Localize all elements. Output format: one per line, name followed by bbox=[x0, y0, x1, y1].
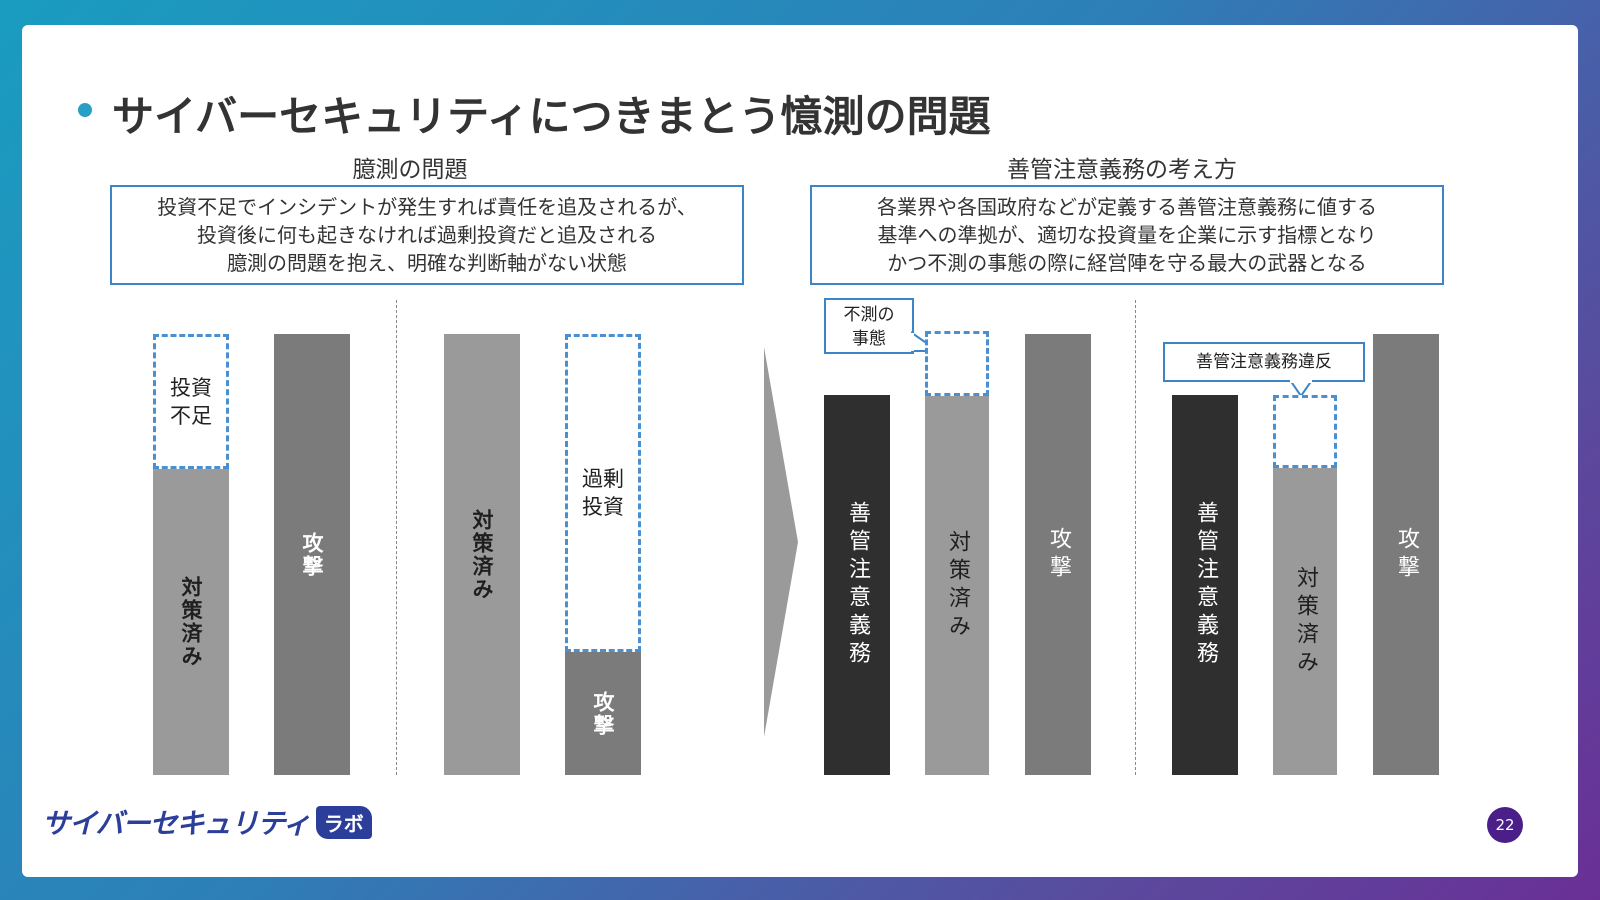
left-g2-measures-bar: 対策済み bbox=[444, 334, 520, 775]
underinvestment-label-1: 投資 bbox=[170, 375, 212, 400]
slide-title: サイバーセキュリティにつきまとう憶測の問題 bbox=[112, 92, 991, 141]
right-description-box: 各業界や各国政府などが定義する善管注意義務に値する 基準への準拠が、適切な投資量… bbox=[810, 185, 1444, 285]
left-g2-attack-bar: 攻撃 bbox=[565, 652, 641, 775]
left-g1-attack-bar: 攻撃 bbox=[274, 334, 350, 775]
title-bullet bbox=[78, 103, 92, 117]
unforeseen-event-callout: 不測の 事態 bbox=[824, 298, 914, 354]
right-g2-attack-label: 攻撃 bbox=[1394, 526, 1419, 583]
callout-tail-icon bbox=[1288, 380, 1314, 398]
right-divider bbox=[1135, 300, 1136, 775]
left-heading: 臆測の問題 bbox=[352, 157, 468, 183]
right-g2-attack-bar: 攻撃 bbox=[1373, 334, 1439, 775]
logo-badge: ラボ bbox=[315, 805, 372, 839]
right-g2-duty-label: 善管注意義務 bbox=[1193, 501, 1218, 669]
left-g1-measures-bar: 対策済み bbox=[153, 469, 229, 775]
left-desc-line-1: 投資不足でインシデントが発生すれば責任を追及されるが、 bbox=[157, 195, 697, 219]
overinvestment-label-2: 投資 bbox=[582, 495, 624, 519]
brand-logo: サイバーセキュリティ ラボ bbox=[42, 797, 372, 847]
overinvestment-gap: 過剰 投資 bbox=[565, 334, 641, 652]
right-g1-duty-bar: 善管注意義務 bbox=[824, 395, 890, 775]
right-g1-attack-bar: 攻撃 bbox=[1025, 334, 1091, 775]
right-g2-measures-bar: 対策済み bbox=[1273, 468, 1337, 775]
right-g1-unforeseen-gap bbox=[925, 331, 989, 396]
right-desc-line-1: 各業界や各国政府などが定義する善管注意義務に値する bbox=[877, 195, 1377, 219]
right-g1-measures-label: 対策済み bbox=[945, 529, 970, 642]
slide: サイバーセキュリティにつきまとう憶測の問題 臆測の問題 投資不足でインシデントが… bbox=[22, 25, 1578, 877]
unforeseen-callout-line-2: 事態 bbox=[852, 329, 886, 349]
right-desc-line-2: 基準への準拠が、適切な投資量を企業に示す指標となり bbox=[877, 223, 1377, 247]
left-g1-measures-label: 対策済み bbox=[179, 576, 203, 668]
left-description-box: 投資不足でインシデントが発生すれば責任を追及されるが、 投資後に何も起きなければ… bbox=[110, 185, 744, 285]
right-g2-duty-bar: 善管注意義務 bbox=[1172, 395, 1238, 775]
unforeseen-callout-line-1: 不測の bbox=[843, 305, 895, 325]
page-number: 22 bbox=[1487, 807, 1523, 843]
right-g1-measures-bar: 対策済み bbox=[925, 396, 989, 775]
right-g2-measures-label: 対策済み bbox=[1293, 565, 1318, 678]
left-desc-line-2: 投資後に何も起きなければ過剰投資だと追及される bbox=[196, 223, 657, 247]
overinvestment-label-1: 過剰 bbox=[582, 467, 624, 491]
left-g1-attack-label: 攻撃 bbox=[300, 531, 324, 578]
left-g2-attack-label: 攻撃 bbox=[591, 690, 615, 737]
right-heading: 善管注意義務の考え方 bbox=[1007, 157, 1237, 183]
right-desc-line-3: かつ不測の事態の際に経営陣を守る最大の武器となる bbox=[887, 251, 1367, 275]
underinvestment-gap: 投資 不足 bbox=[153, 334, 229, 469]
logo-text: サイバーセキュリティ bbox=[42, 807, 311, 840]
right-g2-violation-gap bbox=[1273, 395, 1337, 468]
duty-violation-callout: 善管注意義務違反 bbox=[1163, 342, 1365, 382]
left-g2-measures-label: 対策済み bbox=[470, 508, 494, 601]
left-divider bbox=[396, 300, 397, 775]
left-desc-line-3: 臆測の問題を抱え、明確な判断軸がない状態 bbox=[226, 251, 627, 275]
right-g1-attack-label: 攻撃 bbox=[1046, 526, 1071, 583]
underinvestment-label-2: 不足 bbox=[170, 403, 212, 428]
transition-arrow-icon bbox=[764, 347, 798, 737]
right-g1-duty-label: 善管注意義務 bbox=[845, 501, 870, 669]
